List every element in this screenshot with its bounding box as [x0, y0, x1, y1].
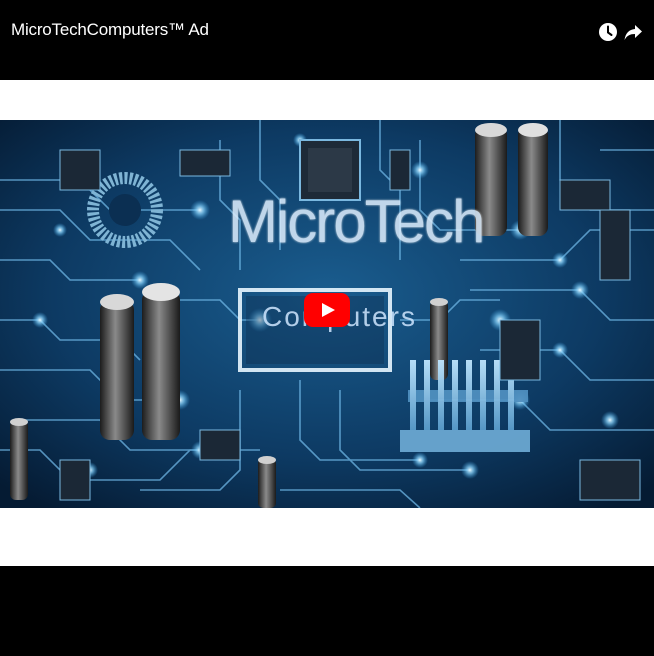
- letterbox-bottom: [0, 508, 654, 566]
- player-top-bar: MicroTechComputers™ Ad: [0, 0, 654, 80]
- video-title[interactable]: MicroTechComputers™ Ad: [11, 20, 209, 39]
- brand-logo-text: MicroTech: [228, 188, 485, 255]
- player-bottom-bar: [0, 566, 654, 656]
- youtube-play-icon[interactable]: [304, 293, 350, 327]
- letterbox-top: [0, 80, 654, 120]
- clock-icon[interactable]: [596, 20, 620, 44]
- share-arrow-icon[interactable]: [621, 20, 645, 44]
